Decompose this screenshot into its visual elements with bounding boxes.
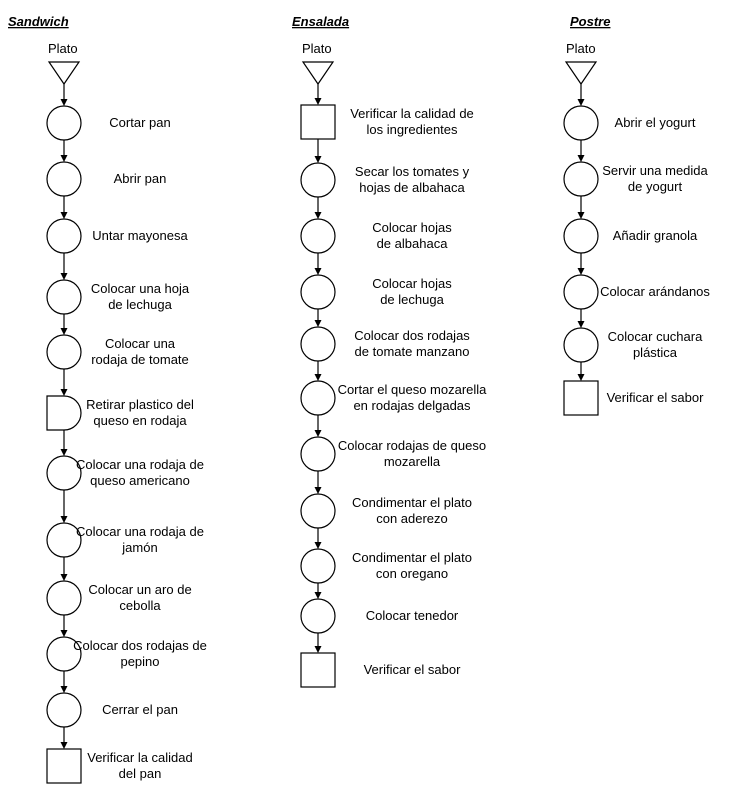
sandwich-step-8-arrowhead (60, 516, 68, 523)
operation-icon (46, 580, 82, 616)
ensalada-step-label: Colocar tenedor (366, 608, 459, 623)
sandwich-step-label: Cerrar el pan (102, 702, 178, 717)
sandwich-step-label: Untar mayonesa (92, 228, 188, 243)
ensalada-step-11-arrowhead (314, 646, 322, 653)
operation-icon (46, 279, 82, 315)
inspection-icon (563, 380, 599, 416)
operation-icon (563, 274, 599, 310)
sandwich-step-4-arrowhead (60, 273, 68, 280)
postre-step-4-arrowhead (577, 268, 585, 275)
postre-step-label: Abrir el yogurt (615, 115, 696, 130)
operation-icon (46, 692, 82, 728)
operation-icon (46, 105, 82, 141)
ensalada-step-3-arrowhead (314, 212, 322, 219)
postre-step-label: Colocar arándanos (600, 284, 710, 299)
sandwich-step-3-arrowhead (60, 212, 68, 219)
storage-triangle-icon (47, 61, 81, 86)
sandwich-step-11-arrowhead (60, 686, 68, 693)
storage-triangle-icon (301, 61, 335, 86)
sandwich-step-1-arrowhead (60, 99, 68, 106)
postre-step-2-arrowhead (577, 155, 585, 162)
sandwich-step-7-arrowhead (60, 449, 68, 456)
ensalada-step-5-arrowhead (314, 320, 322, 327)
sandwich-step-9-arrowhead (60, 574, 68, 581)
ensalada-step-2-arrowhead (314, 156, 322, 163)
sandwich-step-5-arrowhead (60, 328, 68, 335)
start-label-ensalada: Plato (302, 41, 332, 56)
ensalada-step-8-arrowhead (314, 487, 322, 494)
sandwich-step-12-arrowhead (60, 742, 68, 749)
operation-icon (46, 218, 82, 254)
operation-icon (300, 218, 336, 254)
operation-icon (563, 161, 599, 197)
sandwich-step-2-arrowhead (60, 155, 68, 162)
operation-icon (300, 436, 336, 472)
operation-icon (300, 274, 336, 310)
postre-step-label: Verificar el sabor (607, 390, 704, 405)
ensalada-step-1-arrowhead (314, 98, 322, 105)
operation-icon (300, 548, 336, 584)
column-title-postre: Postre (570, 14, 610, 29)
inspection-icon (300, 652, 336, 688)
ensalada-step-10-arrowhead (314, 592, 322, 599)
operation-icon (300, 380, 336, 416)
storage-triangle-icon (564, 61, 598, 86)
operation-icon (300, 162, 336, 198)
delay-icon (46, 395, 82, 431)
postre-step-5-arrowhead (577, 321, 585, 328)
operation-icon (563, 218, 599, 254)
postre-step-1-arrowhead (577, 99, 585, 106)
operation-icon (300, 493, 336, 529)
column-title-ensalada: Ensalada (292, 14, 349, 29)
operation-icon (300, 598, 336, 634)
column-title-sandwich: Sandwich (8, 14, 69, 29)
ensalada-step-label: Verificar el sabor (364, 662, 461, 677)
operation-icon (563, 105, 599, 141)
operation-icon (300, 326, 336, 362)
ensalada-step-7-arrowhead (314, 430, 322, 437)
sandwich-step-10-arrowhead (60, 630, 68, 637)
sandwich-step-label: Abrir pan (114, 171, 167, 186)
operation-icon (46, 334, 82, 370)
operation-icon (563, 327, 599, 363)
postre-step-label: Añadir granola (613, 228, 698, 243)
inspection-icon (300, 104, 336, 140)
sandwich-step-label: Cortar pan (109, 115, 170, 130)
postre-step-3-arrowhead (577, 212, 585, 219)
ensalada-step-9-arrowhead (314, 542, 322, 549)
ensalada-step-6-arrowhead (314, 374, 322, 381)
postre-step-6-arrowhead (577, 374, 585, 381)
start-label-postre: Plato (566, 41, 596, 56)
ensalada-step-4-arrowhead (314, 268, 322, 275)
inspection-icon (46, 748, 82, 784)
start-label-sandwich: Plato (48, 41, 78, 56)
sandwich-step-6-arrowhead (60, 389, 68, 396)
operation-icon (46, 161, 82, 197)
